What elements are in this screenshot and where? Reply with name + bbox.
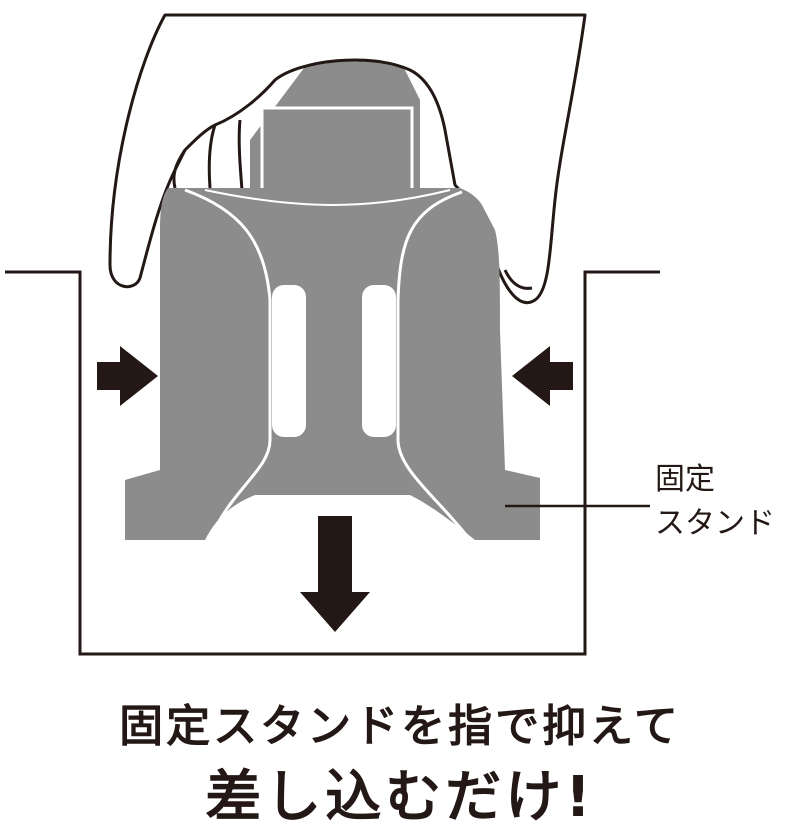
caption-line1: 固定スタンドを指で抑えて xyxy=(119,701,681,752)
caption-line2-wrap: 差し込むだけ! xyxy=(0,752,800,833)
stand-label-line2: スタンド xyxy=(655,506,775,541)
arrow-down-icon xyxy=(300,516,370,632)
stand-label: 固定 スタンド xyxy=(655,458,775,546)
caption-line2: 差し込むだけ! xyxy=(199,752,601,833)
stand-slot-left xyxy=(272,285,306,437)
hand xyxy=(108,13,587,304)
phone-device xyxy=(250,60,420,202)
container-outline xyxy=(5,270,660,656)
stand-slot-right xyxy=(362,285,396,437)
arrow-right-icon xyxy=(97,346,158,406)
stand-body xyxy=(125,188,540,540)
arrow-left-icon xyxy=(512,346,573,406)
caption-line2-text: 差し込むだけ! xyxy=(205,765,595,830)
fixed-stand xyxy=(125,188,540,541)
stand-label-line1: 固定 xyxy=(655,462,715,497)
